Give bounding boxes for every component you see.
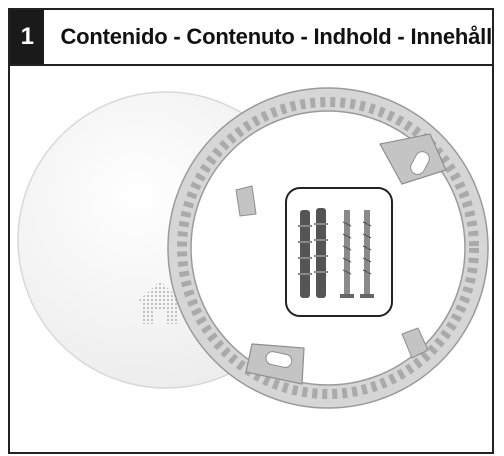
content-panel: 1 Contenido - Contenuto - Indhold - Inne… [8, 8, 494, 454]
screws-and-plugs [285, 187, 393, 317]
package-contents-illustration [17, 87, 489, 409]
screw-2 [360, 210, 374, 298]
step-number-badge: 1 [10, 10, 45, 64]
wall-plug-1 [298, 210, 312, 298]
screw-1 [340, 210, 354, 298]
ring-clip-left [235, 185, 257, 217]
section-title: Contenido - Contenuto - Indhold - Innehå… [60, 24, 492, 49]
section-header: 1 Contenido - Contenuto - Indhold - Inne… [10, 10, 492, 66]
ring-clip-right [401, 327, 429, 359]
house-icon [137, 281, 183, 324]
screw-tab-bottom [245, 343, 305, 385]
screw-tab-top [379, 133, 447, 185]
wall-plug-2 [314, 208, 328, 298]
